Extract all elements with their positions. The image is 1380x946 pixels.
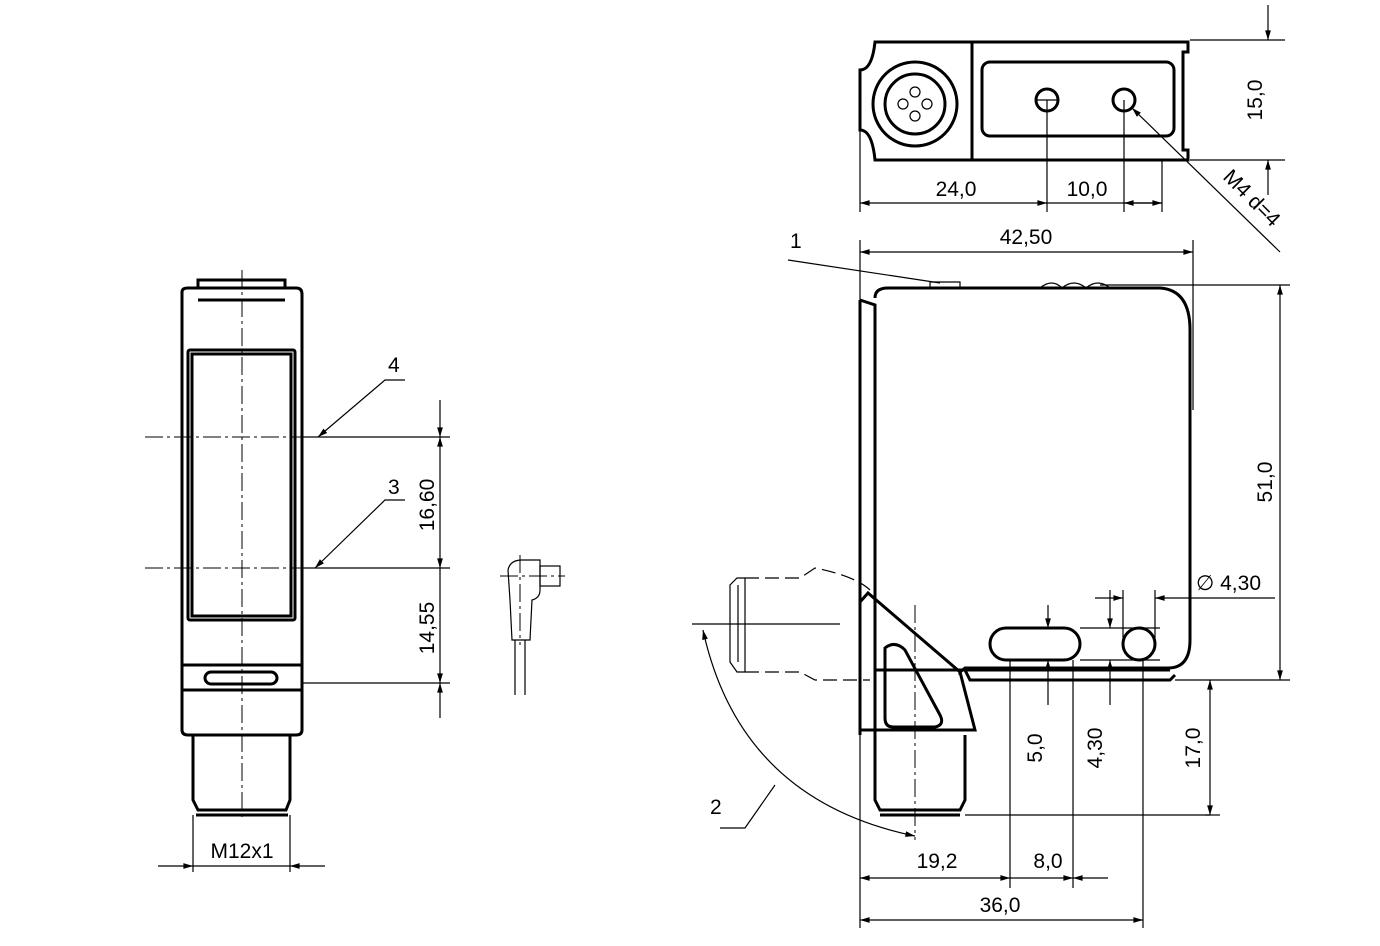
dim-5-label: 5,0 — [1024, 733, 1047, 762]
callout-4: 4 — [388, 354, 400, 377]
callout-1: 1 — [790, 230, 802, 253]
dim-19-2-label: 19,2 — [917, 850, 958, 873]
callout-2: 2 — [710, 796, 722, 819]
side-view: 2 42,50 1 51,0 ∅ 4,30 17,0 5,0 4,30 — [692, 226, 1290, 928]
dim-10-label: 10,0 — [1067, 178, 1108, 201]
dim-51-label: 51,0 — [1254, 462, 1277, 503]
callout-3: 3 — [388, 476, 400, 499]
thread-hole-label: M4 d=4 — [1218, 165, 1284, 231]
dim-24-label: 24,0 — [936, 178, 977, 201]
dim-8-label: 8,0 — [1033, 850, 1062, 873]
dim-36-label: 36,0 — [980, 894, 1021, 917]
hole-diameter-label: ∅ 4,30 — [1196, 572, 1261, 595]
dim-16-60-label: 16,60 — [416, 479, 439, 532]
dim-42-50-label: 42,50 — [1000, 226, 1053, 249]
dim-14-55-label: 14,55 — [416, 602, 439, 655]
angled-cable-connector-icon — [500, 555, 565, 695]
dim-17-label: 17,0 — [1182, 728, 1205, 769]
dim-15-label: 15,0 — [1244, 80, 1267, 121]
front-view: 16,60 14,55 4 3 M12x1 — [145, 270, 450, 872]
dim-4-30-label: 4,30 — [1084, 728, 1107, 769]
thread-connector-label: M12x1 — [210, 840, 273, 863]
top-view: 15,0 24,0 10,0 M4 d=4 — [858, 5, 1285, 253]
